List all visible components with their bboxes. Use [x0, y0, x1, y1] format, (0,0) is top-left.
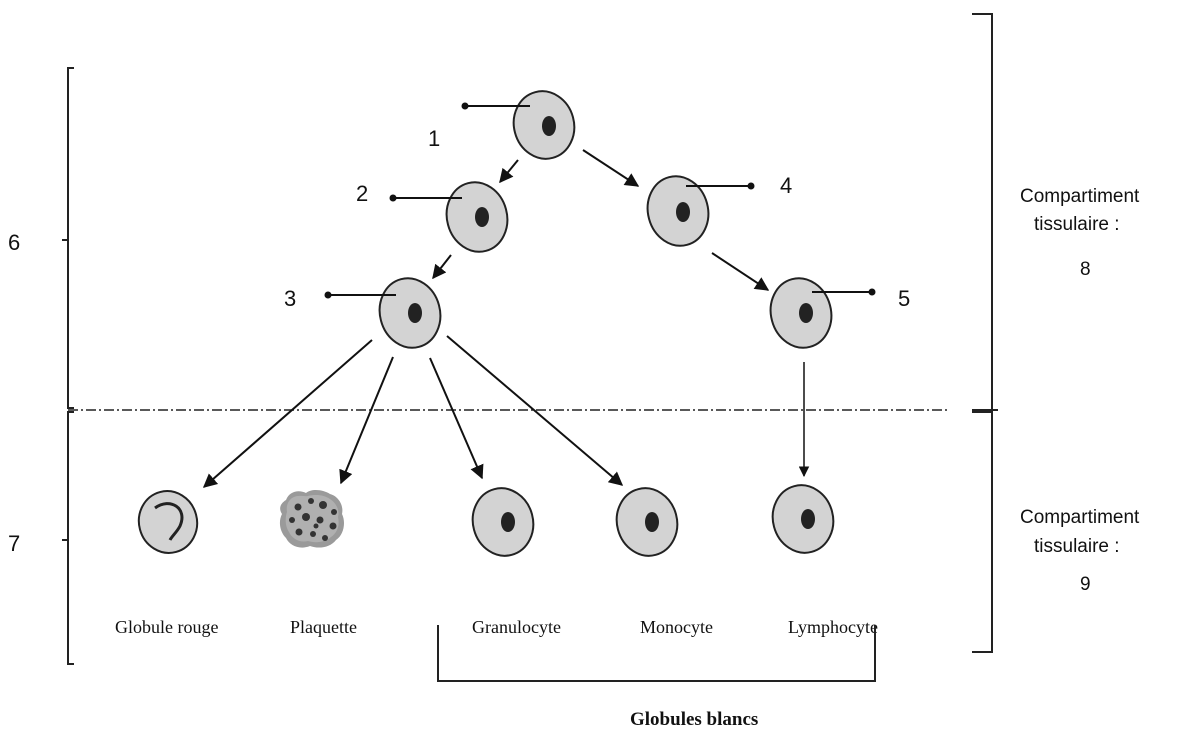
- group-label: Globules blancs: [630, 709, 758, 730]
- arrow-1-to-2: [499, 159, 519, 184]
- arrow-to-granulocyte: [429, 357, 484, 480]
- label-platelet: Plaquette: [290, 617, 357, 637]
- left-bracket-lower: [62, 411, 74, 665]
- pointer-3: [324, 291, 396, 299]
- pointer-2: [389, 194, 462, 202]
- label-1: 1: [428, 126, 440, 151]
- pointer-1: [461, 102, 530, 110]
- lymphocyte-cell: [771, 484, 835, 554]
- cell-2: [445, 181, 509, 253]
- label-6: 6: [8, 230, 20, 255]
- compartment-upper-line1: Compartiment: [1020, 186, 1140, 207]
- white-cells-bracket: [437, 625, 876, 682]
- arrow-to-platelet: [339, 356, 394, 485]
- compartment-upper-line2: tissulaire :: [1034, 214, 1120, 235]
- monocyte-cell: [615, 487, 679, 557]
- label-monocyte: Monocyte: [640, 617, 713, 637]
- granulocyte-cell: [471, 487, 535, 557]
- arrow-to-red-cell: [202, 339, 373, 488]
- label-7: 7: [8, 531, 20, 556]
- arrow-2-to-3: [432, 254, 452, 280]
- platelet: [279, 490, 344, 548]
- left-bracket-upper: [62, 67, 74, 409]
- pointer-4: [686, 182, 755, 190]
- red-blood-cell: [137, 490, 199, 554]
- cell-1: [512, 90, 576, 160]
- compartment-lower-line1: Compartiment: [1020, 507, 1140, 528]
- compartment-lower-line2: tissulaire :: [1034, 536, 1120, 557]
- label-red-blood-cell: Globule rouge: [115, 617, 218, 637]
- label-lymphocyte: Lymphocyte: [788, 617, 878, 637]
- compartment-upper-number: 8: [1080, 259, 1091, 280]
- label-4: 4: [780, 173, 792, 198]
- label-5: 5: [898, 286, 910, 311]
- right-bracket-upper: [972, 13, 998, 411]
- cell-5: [769, 277, 833, 349]
- pointer-5: [812, 288, 876, 296]
- label-granulocyte: Granulocyte: [472, 617, 561, 637]
- cell-4: [646, 175, 710, 247]
- cell-3: [378, 277, 442, 349]
- compartment-lower-number: 9: [1080, 574, 1091, 595]
- label-3: 3: [284, 286, 296, 311]
- right-bracket-lower: [972, 411, 993, 653]
- label-2: 2: [356, 181, 368, 206]
- arrow-to-monocyte: [446, 335, 624, 486]
- arrow-4-to-5: [711, 252, 770, 291]
- arrow-1-to-4: [582, 149, 640, 187]
